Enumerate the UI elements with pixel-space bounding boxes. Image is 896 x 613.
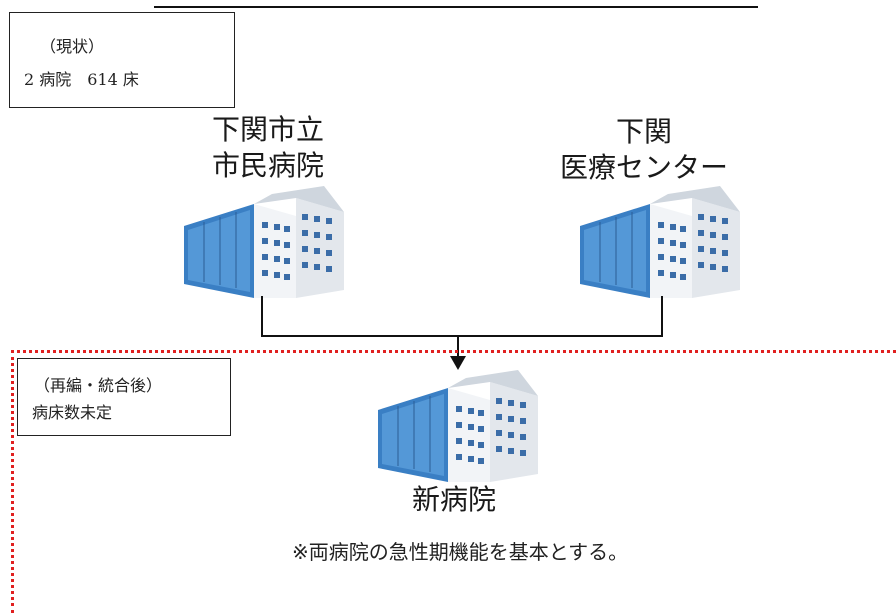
post-merger-frame [11,350,896,613]
post-merger-heading: （再編・統合後） [34,376,163,395]
current-status-summary: 2 病院 614 床 [24,70,139,89]
hospital-name-shimonoseki-city: 下関市立 市民病院 [212,112,324,184]
hospital-building-icon [184,186,344,298]
current-status-heading: （現状） [40,37,105,56]
hospital-building-icon [580,186,740,298]
new-hospital-name: 新病院 [411,483,496,516]
footnote: ※両病院の急性期機能を基本とする。 [292,540,629,564]
hospital-name-medical-center: 下関 医療センター [560,114,728,186]
hospital-name-line: 市民病院 [212,149,325,182]
hospital-name-line: 下関市立 [212,113,325,146]
arrow-down-icon [450,356,466,370]
current-status-box: （現状） 2 病院 614 床 [9,12,235,108]
hospital-name-line: 医療センター [560,151,729,184]
hospital-name-line: 下関 [616,115,673,148]
merge-connector [261,296,663,370]
post-merger-summary: 病床数未定 [32,403,113,422]
post-merger-box: （再編・統合後） 病床数未定 [17,358,231,436]
top-rule [154,6,758,8]
hospital-building-icon [378,370,538,482]
connector-line [261,296,663,337]
